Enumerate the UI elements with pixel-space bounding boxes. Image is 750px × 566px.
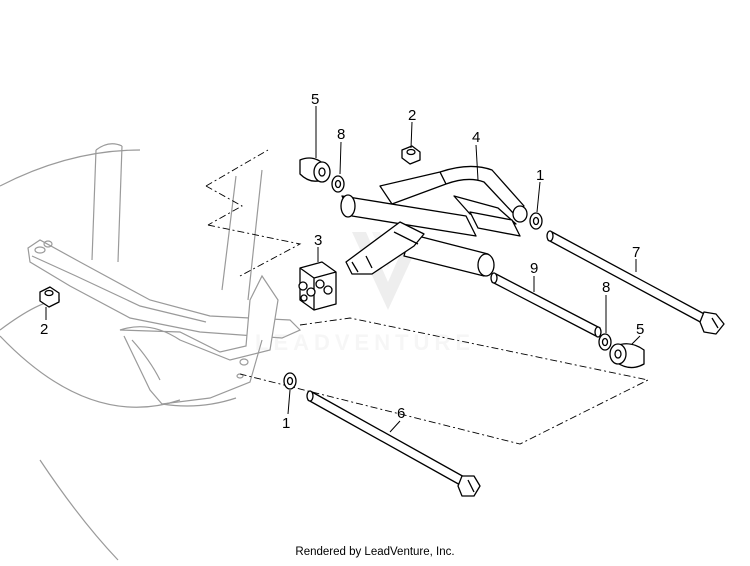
washer-upper-part <box>331 175 345 193</box>
callout-8-upper: 8 <box>337 126 345 143</box>
callout-2-lower: 2 <box>40 321 48 338</box>
callout-5-lower: 5 <box>636 321 644 338</box>
callout-2-upper: 2 <box>408 107 416 124</box>
callout-9: 9 <box>530 260 538 277</box>
footer-credit: Rendered by LeadVenture, Inc. <box>295 546 455 558</box>
swing-arm-part <box>340 165 528 277</box>
callout-1-upper: 1 <box>536 167 544 184</box>
tube-sleeve-part <box>490 272 602 338</box>
frame-outline <box>0 143 302 561</box>
washer-lower-part <box>598 333 612 351</box>
bushing-upper-part <box>299 157 331 183</box>
callout-8-lower: 8 <box>602 279 610 296</box>
callout-5-upper: 5 <box>311 91 319 108</box>
callout-6: 6 <box>397 405 405 422</box>
bolt-long-lower <box>306 390 481 497</box>
bolt-long-upper <box>546 230 725 335</box>
nut-upper-part <box>401 145 421 165</box>
callout-3: 3 <box>314 232 322 249</box>
callout-4: 4 <box>472 129 480 146</box>
leader-lines <box>45 106 641 433</box>
callout-1-lower: 1 <box>282 415 290 432</box>
rubber-block-part <box>298 261 337 311</box>
bushing-lower-part <box>609 343 645 369</box>
watermark-text: LEADVENTURE <box>255 330 475 355</box>
callout-labels: 5 8 2 4 1 3 7 9 8 5 2 1 6 <box>40 91 644 432</box>
callout-7: 7 <box>632 244 640 261</box>
flat-washer-upper-part <box>529 212 543 230</box>
nut-lower-part <box>39 286 60 308</box>
flat-washer-lower-part <box>283 372 297 390</box>
assembly-centerlines <box>205 149 650 445</box>
